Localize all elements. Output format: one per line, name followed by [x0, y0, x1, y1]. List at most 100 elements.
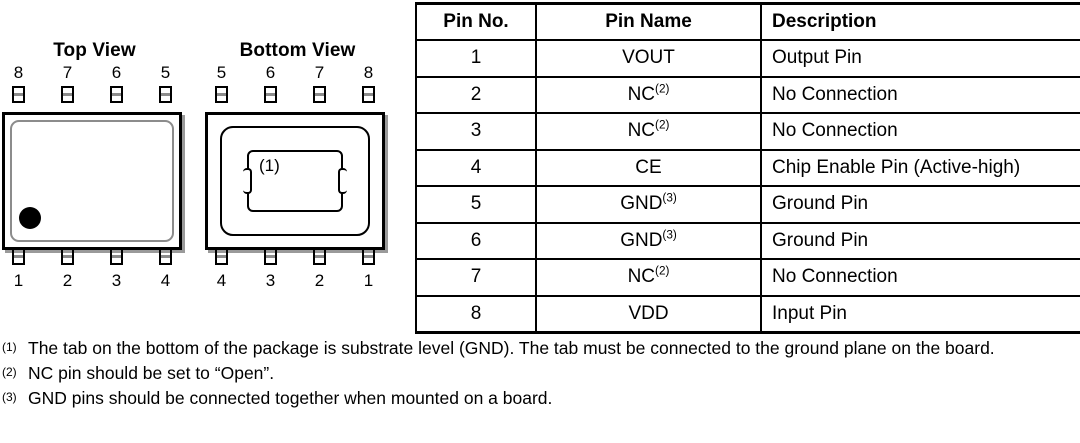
cell-pin-name: NC(2): [536, 75, 762, 114]
cell-pin-name: NC(2): [536, 258, 762, 297]
cell-pin-no: 4: [415, 148, 537, 187]
footnotes: (1) The tab on the bottom of the package …: [2, 336, 1078, 411]
pin-lead-row-top: [12, 86, 172, 103]
package-body-bottom: (1): [205, 112, 385, 250]
column-header-pin-no: Pin No.: [415, 2, 537, 41]
cell-pin-name: CE: [536, 148, 762, 187]
pin-lead-icon: [159, 248, 172, 265]
pin-lead-icon: [313, 248, 326, 265]
cell-pin-no: 5: [415, 185, 537, 224]
column-header-pin-name: Pin Name: [536, 2, 762, 41]
package-body-top: [2, 112, 182, 250]
pin-number: 5: [160, 63, 171, 82]
thermal-tab-pad: (1): [243, 150, 347, 212]
pin-lead-icon: [264, 86, 277, 103]
pin-lead-icon: [61, 248, 74, 265]
pin-number: 8: [363, 63, 374, 82]
pin-lead-row-bottom: [215, 248, 375, 265]
pin-number-row-top: 5 6 7 8: [215, 64, 375, 82]
pin-number: 1: [363, 271, 374, 290]
package-title-bottom: Bottom View: [239, 40, 356, 61]
cell-pin-name: VDD: [536, 294, 762, 334]
pin-number: 2: [314, 271, 325, 290]
pin-number: 2: [62, 271, 73, 290]
footnote-ref: (3): [662, 191, 677, 205]
cell-pin-name: GND(3): [536, 221, 762, 260]
footnote-ref: (2): [655, 264, 670, 278]
pin-number: 3: [265, 271, 276, 290]
cell-pin-name: VOUT: [536, 39, 762, 78]
pin-lead-icon: [362, 86, 375, 103]
footnote-marker: (1): [2, 340, 17, 354]
pin-number: 8: [13, 63, 24, 82]
footnote-ref: (2): [655, 118, 670, 132]
pin-lead-icon: [12, 248, 25, 265]
pin-number: 7: [314, 63, 325, 82]
package-diagram-top-view: Top View 8 7 6 5 1 2 3 4: [2, 0, 187, 318]
pin-lead-icon: [12, 86, 25, 103]
footnote: (3) GND pins should be connected together…: [2, 386, 1078, 410]
pin-lead-icon: [159, 86, 172, 103]
footnote-ref: (2): [655, 82, 670, 96]
pin-lead-icon: [110, 248, 123, 265]
pin-number: 1: [13, 271, 24, 290]
cell-description: No Connection: [761, 112, 1080, 151]
cell-description: Ground Pin: [761, 185, 1080, 224]
pin-number: 3: [111, 271, 122, 290]
cell-description: Ground Pin: [761, 221, 1080, 260]
footnote-text: NC pin should be set to “Open”.: [28, 363, 275, 383]
cell-description: No Connection: [761, 75, 1080, 114]
footnote: (2) NC pin should be set to “Open”.: [2, 361, 1078, 385]
pin1-marker-dot-icon: [19, 207, 41, 229]
pin-lead-icon: [61, 86, 74, 103]
cell-pin-name: GND(3): [536, 185, 762, 224]
cell-pin-no: 8: [415, 294, 537, 334]
pin-number: 7: [62, 63, 73, 82]
column-header-description: Description: [761, 2, 1080, 41]
cell-description: No Connection: [761, 258, 1080, 297]
cell-pin-no: 1: [415, 39, 537, 78]
pin-lead-icon: [362, 248, 375, 265]
pin-number: 4: [160, 271, 171, 290]
pin-lead-row-bottom: [12, 248, 172, 265]
pin-number-row-top: 8 7 6 5: [12, 64, 172, 82]
tab-notch-right-icon: [338, 168, 347, 194]
tab-notch-left-icon: [243, 168, 252, 194]
cell-pin-no: 7: [415, 258, 537, 297]
pin-number-row-bottom: 1 2 3 4: [12, 272, 172, 290]
pin-lead-icon: [110, 86, 123, 103]
table-header-row: Pin No. Pin Name Description: [415, 2, 1080, 41]
thermal-tab-outer-outline: (1): [220, 126, 370, 236]
footnote-marker: (2): [2, 365, 17, 379]
pin-number-row-bottom: 4 3 2 1: [215, 272, 375, 290]
pin-number: 6: [111, 63, 122, 82]
pin-lead-row-top: [215, 86, 375, 103]
pin-lead-icon: [264, 248, 277, 265]
cell-pin-no: 2: [415, 75, 537, 114]
footnote-text: GND pins should be connected together wh…: [28, 388, 553, 408]
pin-number: 6: [265, 63, 276, 82]
pin-lead-icon: [215, 248, 228, 265]
footnote: (1) The tab on the bottom of the package …: [2, 336, 1078, 360]
package-diagram-bottom-view: Bottom View 5 6 7 8 (1): [205, 0, 390, 318]
footnote-text: The tab on the bottom of the package is …: [28, 338, 995, 358]
cell-pin-name: NC(2): [536, 112, 762, 151]
cell-pin-no: 6: [415, 221, 537, 260]
package-body-inner-outline: [10, 120, 174, 242]
footnote-ref: (3): [662, 228, 677, 242]
package-title-top: Top View: [53, 40, 136, 61]
pin-lead-icon: [313, 86, 326, 103]
pin-number: 4: [216, 271, 227, 290]
cell-description: Chip Enable Pin (Active-high): [761, 148, 1080, 187]
footnote-marker: (3): [2, 390, 17, 404]
